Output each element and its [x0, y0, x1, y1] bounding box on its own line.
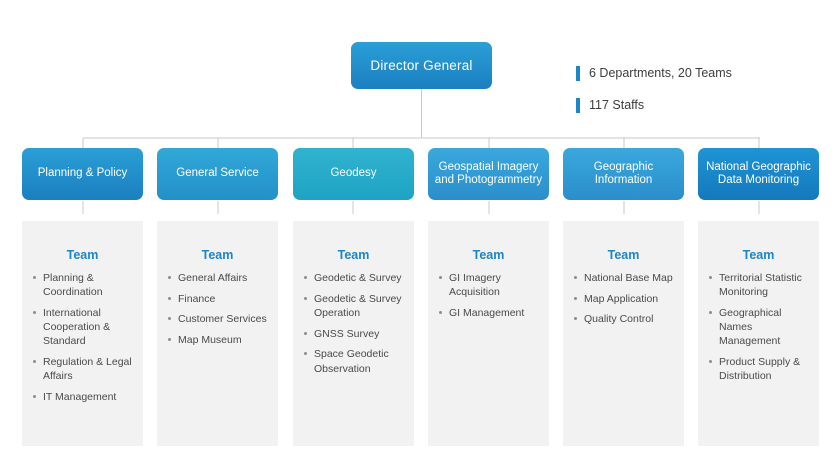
team-heading: Team: [66, 248, 99, 262]
list-item: Geodetic & Survey: [303, 271, 408, 285]
department-column-geodesy: Geodesy: [293, 148, 414, 366]
list-item: Finance: [167, 292, 272, 306]
list-item: Territorial Statistic Monitoring: [708, 271, 813, 299]
director-general-label: Director General: [370, 58, 473, 73]
list-item: General Affairs: [167, 271, 272, 285]
dept-box-geographic-information[interactable]: Geographic Information: [563, 148, 684, 200]
list-item: Space Geodetic Observation: [303, 347, 408, 375]
list-item: Quality Control: [573, 312, 678, 326]
department-column-geographic-information: Geographic Information: [563, 148, 684, 366]
team-heading: Team: [472, 248, 505, 262]
department-column-general-service: General Service: [157, 148, 278, 366]
list-item: International Cooperation & Standard: [32, 306, 137, 349]
dept-box-geospatial-imagery-and-photogrammetry[interactable]: Geospatial Imagery and Photogrammetry: [428, 148, 549, 200]
team-list: Territorial Statistic Monitoring Geograp…: [698, 271, 819, 383]
list-item: Product Supply & Distribution: [708, 355, 813, 383]
dept-box-general-service[interactable]: General Service: [157, 148, 278, 200]
list-item: Geographical Names Management: [708, 306, 813, 349]
list-item: IT Management: [32, 390, 137, 404]
legend-item-staffs: 117 Staffs: [576, 94, 826, 116]
list-item: Map Museum: [167, 333, 272, 347]
team-list: GI Imagery Acquisition GI Management: [428, 271, 549, 320]
legend-item-departments: 6 Departments, 20 Teams: [576, 62, 826, 84]
list-item: Regulation & Legal Affairs: [32, 355, 137, 383]
dept-label: National Geographic Data Monitoring: [706, 160, 811, 187]
department-column-national-geographic-data-monitoring: National Geographic Data Monitoring: [698, 148, 819, 366]
legend-staffs-label: 117 Staffs: [589, 98, 645, 112]
legend: 6 Departments, 20 Teams 117 Staffs: [576, 62, 826, 126]
team-list: Planning & Coordination International Co…: [22, 271, 143, 404]
team-panel-geodesy: Team Geodetic & Survey Geodetic & Survey…: [293, 221, 414, 446]
list-item: GI Imagery Acquisition: [438, 271, 543, 299]
team-panel-geospatial-imagery: Team GI Imagery Acquisition GI Managemen…: [428, 221, 549, 446]
team-heading: Team: [337, 248, 370, 262]
team-panel-planning-policy: Team Planning & Coordination Internation…: [22, 221, 143, 446]
dept-label: General Service: [176, 167, 259, 180]
dept-box-national-geographic-data-monitoring[interactable]: National Geographic Data Monitoring: [698, 148, 819, 200]
dept-box-geodesy[interactable]: Geodesy: [293, 148, 414, 200]
team-list: Geodetic & Survey Geodetic & Survey Oper…: [293, 271, 414, 376]
team-list: National Base Map Map Application Qualit…: [563, 271, 684, 327]
list-item: Map Application: [573, 292, 678, 306]
list-item: National Base Map: [573, 271, 678, 285]
team-panel-general-service: Team General Affairs Finance Customer Se…: [157, 221, 278, 446]
list-item: Geodetic & Survey Operation: [303, 292, 408, 320]
list-item: GNSS Survey: [303, 327, 408, 341]
department-column-geospatial-imagery: Geospatial Imagery and Photogrammetry: [428, 148, 549, 366]
dept-label: Geospatial Imagery and Photogrammetry: [434, 160, 543, 187]
team-heading: Team: [607, 248, 640, 262]
team-heading: Team: [201, 248, 234, 262]
team-list: General Affairs Finance Customer Service…: [157, 271, 278, 347]
legend-departments-label: 6 Departments, 20 Teams: [589, 66, 732, 80]
dept-label: Planning & Policy: [37, 167, 128, 180]
team-heading: Team: [742, 248, 775, 262]
list-item: Customer Services: [167, 312, 272, 326]
list-item: GI Management: [438, 306, 543, 320]
legend-bar-icon: [576, 97, 580, 113]
team-panel-geographic-information: Team National Base Map Map Application Q…: [563, 221, 684, 446]
department-column-planning-policy: Planning & Policy: [22, 148, 143, 366]
dept-label: Geographic Information: [593, 160, 654, 187]
node-director-general[interactable]: Director General: [351, 42, 492, 89]
list-item: Planning & Coordination: [32, 271, 137, 299]
dept-label: Geodesy: [330, 167, 377, 180]
team-panel-national-geographic-data-monitoring: Team Territorial Statistic Monitoring Ge…: [698, 221, 819, 446]
legend-bar-icon: [576, 65, 580, 81]
dept-box-planning-policy[interactable]: Planning & Policy: [22, 148, 143, 200]
